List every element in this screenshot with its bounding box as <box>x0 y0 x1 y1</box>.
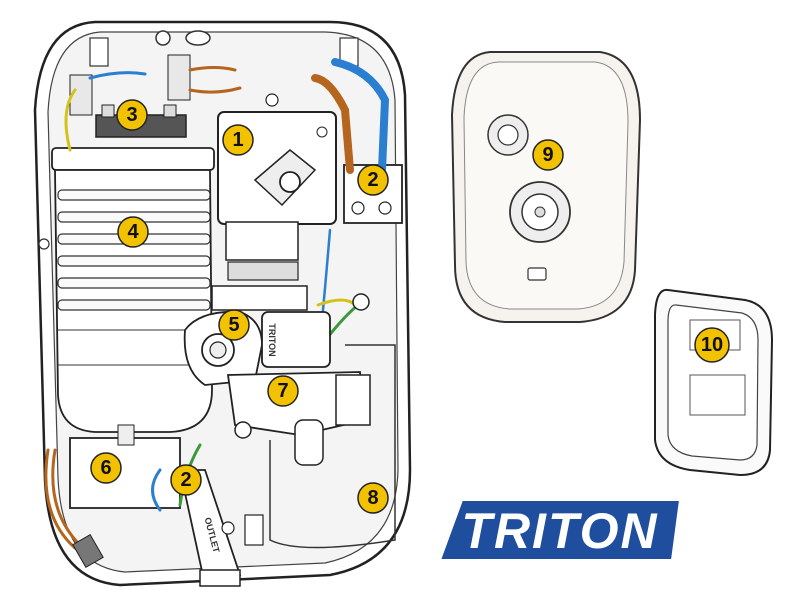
callout-3: 3 <box>116 99 148 131</box>
callout-5-label: 5 <box>228 314 239 336</box>
callout-5: 5 <box>218 309 250 341</box>
callout-10: 10 <box>694 327 730 363</box>
callout-1: 1 <box>222 124 254 156</box>
logo-text: TRITON <box>461 503 658 559</box>
solenoid-valve: TRITON <box>226 293 371 466</box>
callout-4-label: 4 <box>127 221 139 243</box>
callout-1-label: 1 <box>232 129 243 151</box>
callout-2-lower-label: 2 <box>180 469 191 491</box>
callout-3-label: 3 <box>126 104 137 126</box>
valve-brand-label: TRITON <box>267 323 277 356</box>
spacer-frame <box>654 288 774 477</box>
callout-9: 9 <box>532 139 564 171</box>
triton-logo: TRITON <box>438 499 682 561</box>
outlet-pipe: OUTLET <box>178 469 242 587</box>
callout-7: 7 <box>267 375 299 407</box>
callout-10-label: 10 <box>701 334 723 356</box>
callout-6: 6 <box>90 452 122 484</box>
callout-8-label: 8 <box>367 487 378 509</box>
callout-4: 4 <box>117 216 149 248</box>
heater-tank <box>38 147 215 433</box>
callout-2-lower: 2 <box>170 464 202 496</box>
callout-8: 8 <box>357 482 389 514</box>
callout-2-label: 2 <box>367 169 378 191</box>
callout-9-label: 9 <box>542 144 553 166</box>
front-cover <box>450 51 642 323</box>
callout-7-label: 7 <box>277 380 288 402</box>
indicator-lamp <box>527 267 547 281</box>
lower-housing <box>221 344 396 549</box>
flow-switch <box>69 424 181 509</box>
callout-6-label: 6 <box>100 457 111 479</box>
callout-2-terminal: 2 <box>357 164 389 196</box>
